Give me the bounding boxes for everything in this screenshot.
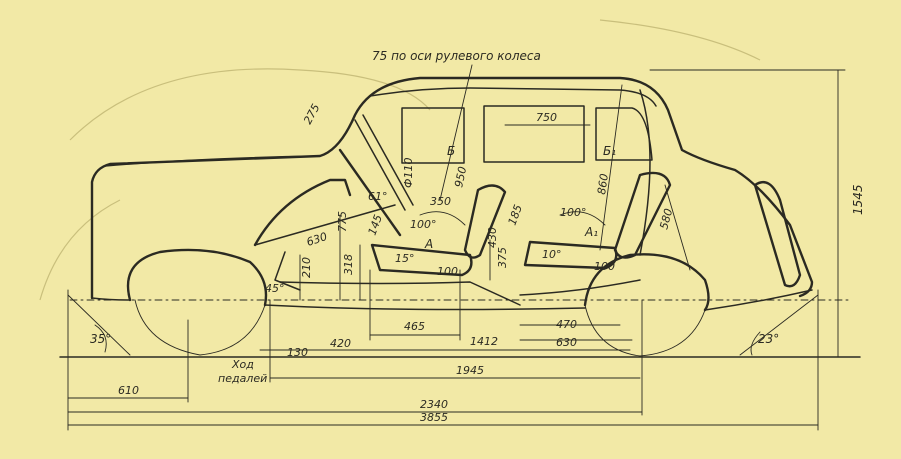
front-wheel-arch xyxy=(126,248,268,307)
dim-420: 420 xyxy=(330,337,351,350)
dim-860: 860 xyxy=(595,173,611,196)
pedal-label-1: Ход xyxy=(231,358,254,371)
window-rear xyxy=(595,107,653,161)
dim-610: 610 xyxy=(118,384,139,397)
dim-350: 350 xyxy=(430,195,451,208)
dim-210: 210 xyxy=(300,257,313,278)
dim-3855: 3855 xyxy=(420,411,448,424)
rear-wheel xyxy=(584,304,706,357)
dim-185: 185 xyxy=(506,203,525,227)
windshield xyxy=(354,119,406,211)
vertical-dimensions xyxy=(299,64,846,358)
sill-line xyxy=(264,304,586,311)
rear-wheel-arch xyxy=(583,253,710,312)
front-floor xyxy=(279,281,521,306)
horizontal-dimensions xyxy=(67,124,819,431)
dim-775: 775 xyxy=(336,211,349,232)
front-seat-back xyxy=(463,184,507,259)
background-watermark xyxy=(39,19,761,301)
dim-630-diag: 630 xyxy=(305,230,329,249)
front-seat-cushion xyxy=(370,243,473,277)
steering-note: 75 по оси рулевого колеса xyxy=(372,49,541,63)
dim-318: 318 xyxy=(342,254,355,275)
angle-10: 10° xyxy=(542,248,562,261)
pedal-label-2: педалей xyxy=(218,372,267,385)
steering-column xyxy=(338,148,402,237)
dim-465: 465 xyxy=(404,320,425,333)
dim-145: 145 xyxy=(366,213,385,237)
point-b1: Б₁ xyxy=(603,144,616,158)
windshield-inner xyxy=(362,114,414,206)
dim-580: 580 xyxy=(657,207,675,231)
angle-15: 15° xyxy=(395,252,415,265)
roof-inner xyxy=(369,87,657,107)
firewall xyxy=(253,178,352,247)
dim-950: 950 xyxy=(452,165,469,188)
angle-100-front: 100° xyxy=(410,218,437,231)
window-front xyxy=(401,107,465,164)
rear-seat-back xyxy=(613,171,672,259)
dim-phi110: Ф110 xyxy=(402,158,415,188)
dim-430: 430 xyxy=(486,227,499,248)
hood-line xyxy=(104,155,321,167)
dim-1545: 1545 xyxy=(851,184,865,215)
dim-2340: 2340 xyxy=(420,398,448,411)
dim-100-rear: 100 xyxy=(594,260,615,273)
angle-23: 23° xyxy=(758,332,779,346)
front-bumper-line xyxy=(91,297,131,301)
dim-1412: 1412 xyxy=(470,335,498,348)
dim-100-front: 100 xyxy=(437,265,458,278)
rear-bumper-line xyxy=(704,289,813,311)
dim-375: 375 xyxy=(496,247,509,268)
angle-35: 35° xyxy=(90,332,111,346)
dim-470: 470 xyxy=(556,318,577,331)
spare-wheel xyxy=(753,180,802,288)
angle-45: 45° xyxy=(265,282,285,295)
dashboard xyxy=(254,204,396,246)
body-outline xyxy=(90,76,814,300)
angle-100-rear: 100° xyxy=(560,206,587,219)
dim-750: 750 xyxy=(536,111,557,124)
dim-130: 130 xyxy=(287,346,308,359)
rear-floor xyxy=(519,279,641,296)
point-a: А xyxy=(424,237,433,251)
pedal xyxy=(274,251,301,291)
rear-seat-cushion xyxy=(523,240,618,270)
window-middle xyxy=(483,105,585,163)
point-a1: А₁ xyxy=(584,225,598,239)
angle-arcs xyxy=(67,211,819,356)
dim-1945: 1945 xyxy=(456,364,484,377)
dim-630-floor: 630 xyxy=(556,336,577,349)
point-b: Б xyxy=(447,144,455,158)
rear-pillar xyxy=(639,89,651,256)
angle-61: 61° xyxy=(368,190,388,203)
front-wheel xyxy=(134,299,266,356)
dim-275: 275 xyxy=(301,102,322,127)
